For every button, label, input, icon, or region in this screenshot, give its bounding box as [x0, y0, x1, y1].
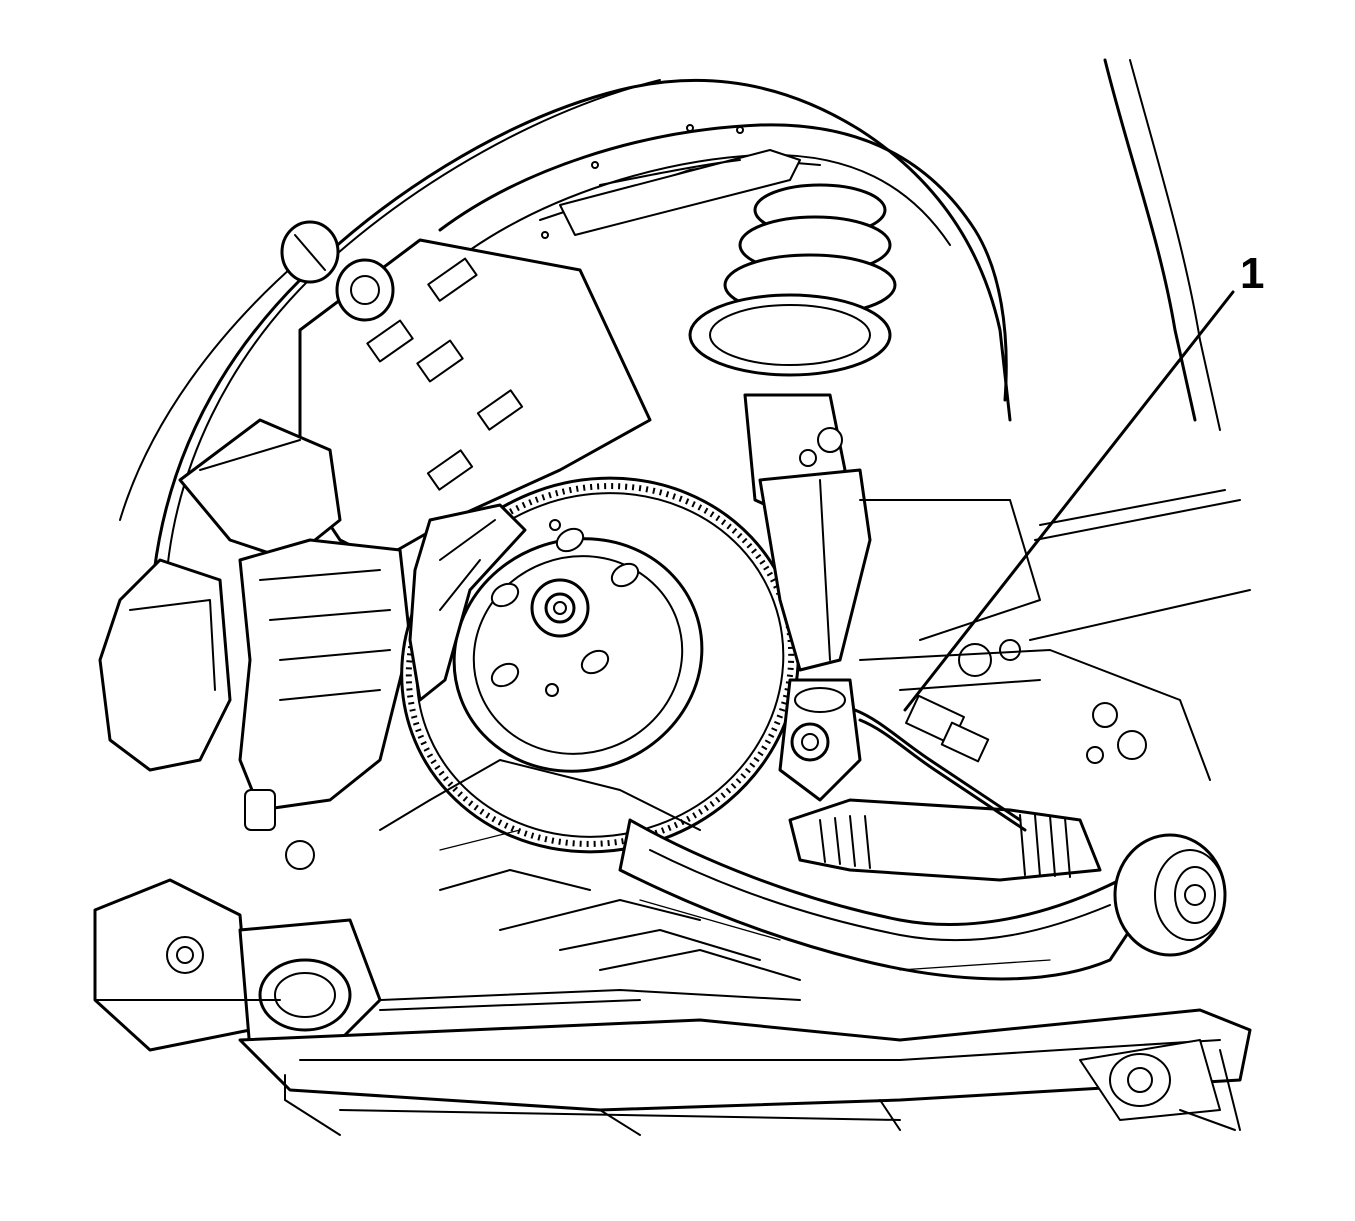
subframe	[93, 878, 1252, 1121]
wheel-liner	[438, 123, 1008, 402]
tie-rod-boot	[788, 798, 1102, 882]
engine-compartment-details	[379, 499, 1211, 981]
steering-knuckle	[778, 678, 862, 802]
strut-assembly	[688, 183, 897, 672]
underbody	[284, 1049, 1241, 1136]
brake-caliper	[408, 503, 527, 702]
lug-studs	[490, 527, 640, 688]
lower-control-arm	[618, 818, 1227, 981]
boot-ribs	[819, 814, 1071, 878]
wheel-speed-sensor-harness	[853, 694, 1027, 832]
callout-label: 1	[1240, 249, 1264, 298]
caliper-bracket	[98, 418, 412, 870]
callout-1: 1	[903, 249, 1264, 712]
